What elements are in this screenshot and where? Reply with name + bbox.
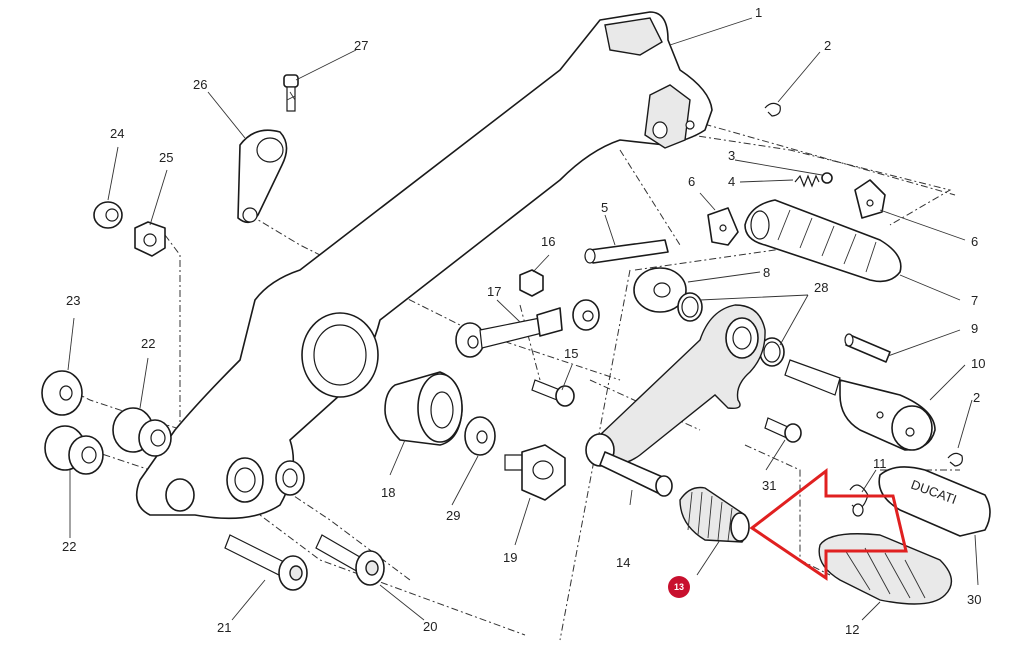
shift-lever-14 [585, 304, 766, 497]
spring-11 [849, 484, 869, 517]
callout-22-lower: 22 [62, 539, 76, 554]
callout-24: 24 [110, 126, 124, 141]
callout-11: 11 [873, 456, 887, 471]
callout-4: 4 [728, 174, 735, 189]
tie-rod-17 [455, 299, 600, 358]
rubber-grip-13 [679, 486, 750, 543]
clip-2-lower [947, 452, 963, 467]
callout-5: 5 [601, 200, 608, 215]
callout-16: 16 [541, 234, 555, 249]
callout-9: 9 [971, 321, 978, 336]
callout-15: 15 [564, 346, 578, 361]
callout-7: 7 [971, 293, 978, 308]
callout-22-upper: 22 [141, 336, 155, 351]
plate-6-right [854, 179, 886, 219]
spring-4 [794, 174, 820, 188]
badge-13-label: 13 [674, 582, 684, 592]
rear-set-bracket [135, 11, 713, 520]
callout-31: 31 [762, 478, 776, 493]
bolt-21 [224, 534, 308, 591]
callout-14: 14 [616, 555, 630, 570]
callout-6-right: 6 [971, 234, 978, 249]
clip-2-upper [764, 102, 781, 117]
ball-3 [821, 172, 833, 184]
highlight-badge: 13 [668, 576, 690, 598]
linkage-arm-26 [237, 129, 288, 224]
bushing-22-lower [44, 425, 104, 475]
callout-26: 26 [193, 77, 207, 92]
footpeg-holder-10 [784, 359, 936, 451]
highlight-arrow [749, 467, 908, 581]
pin-5 [584, 239, 669, 264]
callout-12: 12 [845, 622, 859, 637]
screw-27 [283, 74, 299, 112]
badge-circle [668, 576, 690, 598]
plate-6-left [707, 207, 739, 246]
bushing-22-upper [112, 407, 172, 457]
bolt-20 [315, 534, 385, 586]
callout-29: 29 [446, 508, 460, 523]
callout-17: 17 [487, 284, 501, 299]
nut-24 [93, 201, 123, 229]
callout-10: 10 [971, 356, 985, 371]
callout-3: 3 [728, 148, 735, 163]
pin-9 [844, 333, 891, 363]
callout-labels: 1 2 2 3 4 5 6 6 7 8 9 10 11 12 14 15 16 … [62, 5, 985, 637]
callout-28: 28 [814, 280, 828, 295]
callout-2-upper: 2 [824, 38, 831, 53]
nut-25 [134, 221, 166, 257]
washer-8 [633, 267, 687, 313]
footpeg-7 [744, 199, 902, 283]
leader-lines [67, 17, 979, 621]
nut-16 [519, 269, 544, 297]
callout-20: 20 [423, 619, 437, 634]
washer-23 [41, 370, 83, 416]
callout-19: 19 [503, 550, 517, 565]
bolt-19 [504, 444, 566, 501]
screw-15 [531, 379, 575, 407]
o-ring-28-a [677, 292, 703, 322]
callout-6-left: 6 [688, 174, 695, 189]
spacer-18 [384, 371, 463, 446]
callout-23: 23 [66, 293, 80, 308]
screw-31 [764, 417, 802, 443]
callout-25: 25 [159, 150, 173, 165]
callout-21: 21 [217, 620, 231, 635]
callout-8: 8 [763, 265, 770, 280]
callout-18: 18 [381, 485, 395, 500]
footpeg-12 [818, 533, 953, 605]
washer-29 [464, 416, 496, 456]
callout-2-lower: 2 [973, 390, 980, 405]
callout-1: 1 [755, 5, 762, 20]
callout-30: 30 [967, 592, 981, 607]
callout-27: 27 [354, 38, 368, 53]
